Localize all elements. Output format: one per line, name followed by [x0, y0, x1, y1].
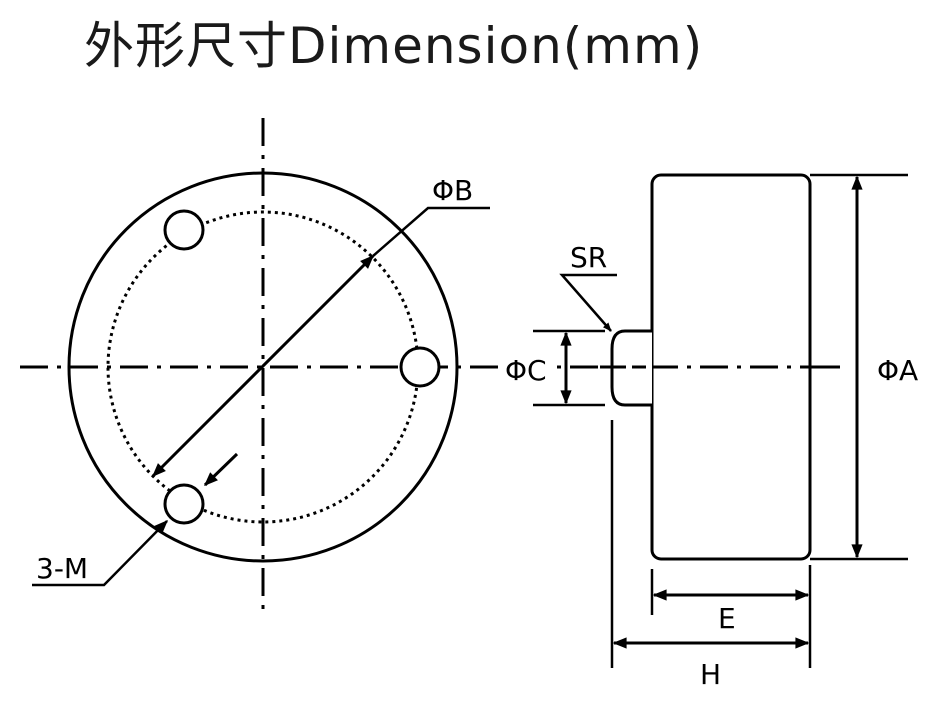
e-label: E [718, 602, 736, 635]
sr-label: SR [570, 241, 607, 274]
phi-b-dimension-arrow [151, 254, 375, 478]
phi-a-label: ΦA [877, 354, 918, 387]
mounting-hole [163, 209, 205, 251]
h-label: H [700, 658, 721, 691]
side-view: SR ΦC ΦA E H [500, 173, 918, 691]
three-m-label: 3-M [36, 552, 88, 585]
hole-pointer-arrow [203, 452, 239, 487]
mounting-hole [399, 346, 441, 388]
page-title: 外形尺寸Dimension(mm) [84, 17, 704, 75]
three-m-leader [32, 520, 168, 587]
outer-circle [67, 171, 459, 563]
sr-leader [559, 273, 617, 332]
phi-b-label: ΦB [432, 174, 473, 207]
phi-b-leader [372, 206, 490, 257]
phi-c-label: ΦC [505, 354, 547, 387]
front-view: ΦB 3-M [20, 118, 840, 615]
mounting-hole [163, 483, 205, 525]
phi-c-label-bg [500, 352, 556, 384]
